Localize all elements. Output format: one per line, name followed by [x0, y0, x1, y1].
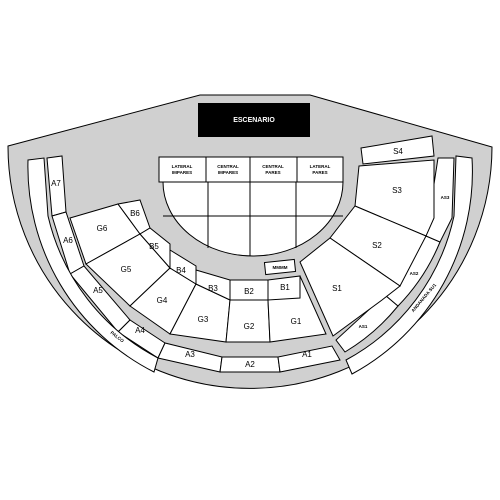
label-g6: G6 [97, 224, 108, 233]
label-a3: A3 [185, 350, 195, 359]
label-s1: S1 [332, 284, 342, 293]
label-g4: G4 [157, 296, 168, 305]
pit-tab-lateral-impares[interactable] [158, 156, 207, 183]
label-a1: A1 [302, 350, 312, 359]
label-a7: A7 [51, 179, 61, 188]
pit-label-lateral-impares-2: IMPARES [172, 170, 192, 175]
section-b1[interactable] [267, 275, 301, 301]
label-a5: A5 [93, 286, 103, 295]
label-a6: A6 [63, 236, 73, 245]
section-s1[interactable] [299, 237, 401, 337]
label-a4: A4 [135, 326, 145, 335]
pit-label-lateral-impares-1: LATERAL [172, 164, 193, 169]
label-s4: S4 [393, 147, 403, 156]
section-g2[interactable] [225, 299, 271, 343]
label-b5: B5 [149, 242, 159, 251]
pit-label-central-pares-1: CENTRAL [262, 164, 284, 169]
label-as3: AS3 [441, 195, 450, 200]
label-s3: S3 [392, 186, 402, 195]
label-b1: B1 [280, 283, 290, 292]
section-b5[interactable] [139, 227, 171, 270]
label-as1: AS1 [359, 324, 368, 329]
section-s4[interactable] [360, 135, 435, 165]
pit-label-central-pares-2: PARES [265, 170, 280, 175]
pit-label-central-impares-1: CENTRAL [217, 164, 239, 169]
label-g2: G2 [244, 322, 255, 331]
pit-headers: LATERAL IMPARES CENTRAL IMPARES CENTRAL … [158, 156, 344, 183]
pit-label-central-impares-2: IMPARES [218, 170, 238, 175]
label-g1: G1 [291, 317, 302, 326]
pit-grid [163, 182, 343, 256]
label-s2: S2 [372, 241, 382, 250]
stage [198, 103, 310, 137]
sound-booth[interactable] [263, 258, 297, 276]
stage-label: ESCENARIO [233, 117, 275, 124]
section-s3[interactable] [354, 159, 435, 237]
pit-label-lateral-pares-2: PARES [312, 170, 327, 175]
sound-booth-label: MMMM [273, 265, 288, 270]
andanada-ring[interactable] [345, 155, 473, 375]
section-a1[interactable] [277, 345, 341, 373]
label-b3: B3 [208, 284, 218, 293]
label-g3: G3 [198, 315, 209, 324]
label-g5: G5 [121, 265, 132, 274]
label-b4: B4 [176, 266, 186, 275]
ring-a [46, 155, 341, 373]
label-b6: B6 [130, 209, 140, 218]
pit-tab-lateral-pares[interactable] [296, 156, 344, 183]
palco-ring[interactable] [27, 157, 159, 373]
pit-label-lateral-pares-1: LATERAL [310, 164, 331, 169]
label-a2: A2 [245, 360, 255, 369]
label-as2: AS2 [410, 271, 419, 276]
label-b2: B2 [244, 287, 254, 296]
